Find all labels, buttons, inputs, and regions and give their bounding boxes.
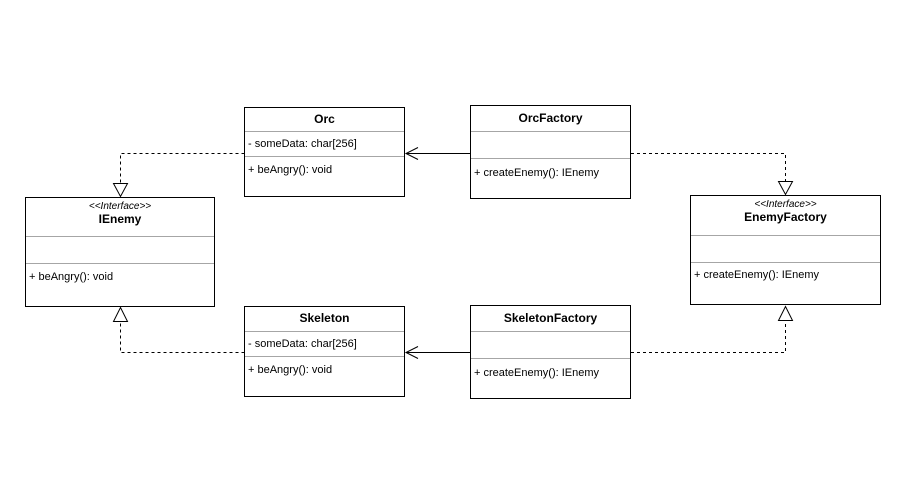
class-skeleton-attribute: - someData: char[256] [248,338,357,350]
class-enemyfactory-attributes [691,236,880,263]
class-ienemy-stereotype: <<Interface>> [88,201,152,212]
class-skeleton-methods: + beAngry(): void [245,357,404,396]
association-arrowhead-skeleton [404,346,419,359]
class-orc-methods: + beAngry(): void [245,157,404,196]
class-orcfactory-attributes [471,132,630,159]
class-ienemy-name: IEnemy [98,212,142,226]
class-skeletonfactory-name: SkeletonFactory [503,311,598,325]
realization-orcfactory-to-enemyfactory [631,153,786,181]
class-skeletonfactory-attributes [471,332,630,359]
class-skeleton[interactable]: Skeleton - someData: char[256] + beAngry… [244,306,405,397]
class-skeletonfactory-header: SkeletonFactory [471,306,630,332]
realization-arrowhead-enemyfactory-top [777,181,794,196]
class-ienemy[interactable]: <<Interface>> IEnemy + beAngry(): void [25,197,215,307]
class-enemyfactory-methods: + createEnemy(): IEnemy [691,263,880,304]
class-ienemy-method: + beAngry(): void [29,271,114,283]
class-ienemy-header: <<Interface>> IEnemy [26,198,214,237]
class-skeleton-method: + beAngry(): void [248,364,333,376]
class-orc-name: Orc [314,112,335,126]
class-orc-attributes: - someData: char[256] [245,132,404,157]
class-orcfactory[interactable]: OrcFactory + createEnemy(): IEnemy [470,105,631,199]
class-orc-attribute: - someData: char[256] [248,138,357,150]
realization-arrowhead-ienemy-top [112,183,129,198]
realization-orc-to-ienemy [120,153,245,183]
class-skeletonfactory-methods: + createEnemy(): IEnemy [471,359,630,398]
class-enemyfactory[interactable]: <<Interface>> EnemyFactory + createEnemy… [690,195,881,305]
class-orc-method: + beAngry(): void [248,164,333,176]
class-enemyfactory-method: + createEnemy(): IEnemy [694,269,820,281]
class-orcfactory-header: OrcFactory [471,106,630,132]
realization-arrowhead-enemyfactory-bottom [777,305,794,321]
class-skeleton-name: Skeleton [299,311,350,325]
class-enemyfactory-name: EnemyFactory [744,210,827,224]
realization-skeletonfactory-to-enemyfactory [631,320,786,353]
class-ienemy-attributes [26,237,214,264]
class-enemyfactory-header: <<Interface>> EnemyFactory [691,196,880,236]
class-skeleton-attributes: - someData: char[256] [245,332,404,357]
class-orc-header: Orc [245,108,404,132]
class-orcfactory-methods: + createEnemy(): IEnemy [471,159,630,198]
class-orc[interactable]: Orc - someData: char[256] + beAngry(): v… [244,107,405,197]
realization-arrowhead-ienemy-bottom [112,306,129,322]
class-skeletonfactory[interactable]: SkeletonFactory + createEnemy(): IEnemy [470,305,631,399]
association-arrowhead-orc [404,147,419,160]
class-ienemy-methods: + beAngry(): void [26,264,214,306]
class-orcfactory-name: OrcFactory [518,111,583,125]
class-skeleton-header: Skeleton [245,307,404,332]
realization-skeleton-to-ienemy [120,321,245,353]
class-enemyfactory-stereotype: <<Interface>> [754,199,817,210]
class-orcfactory-method: + createEnemy(): IEnemy [474,167,600,179]
class-skeletonfactory-method: + createEnemy(): IEnemy [474,367,600,379]
